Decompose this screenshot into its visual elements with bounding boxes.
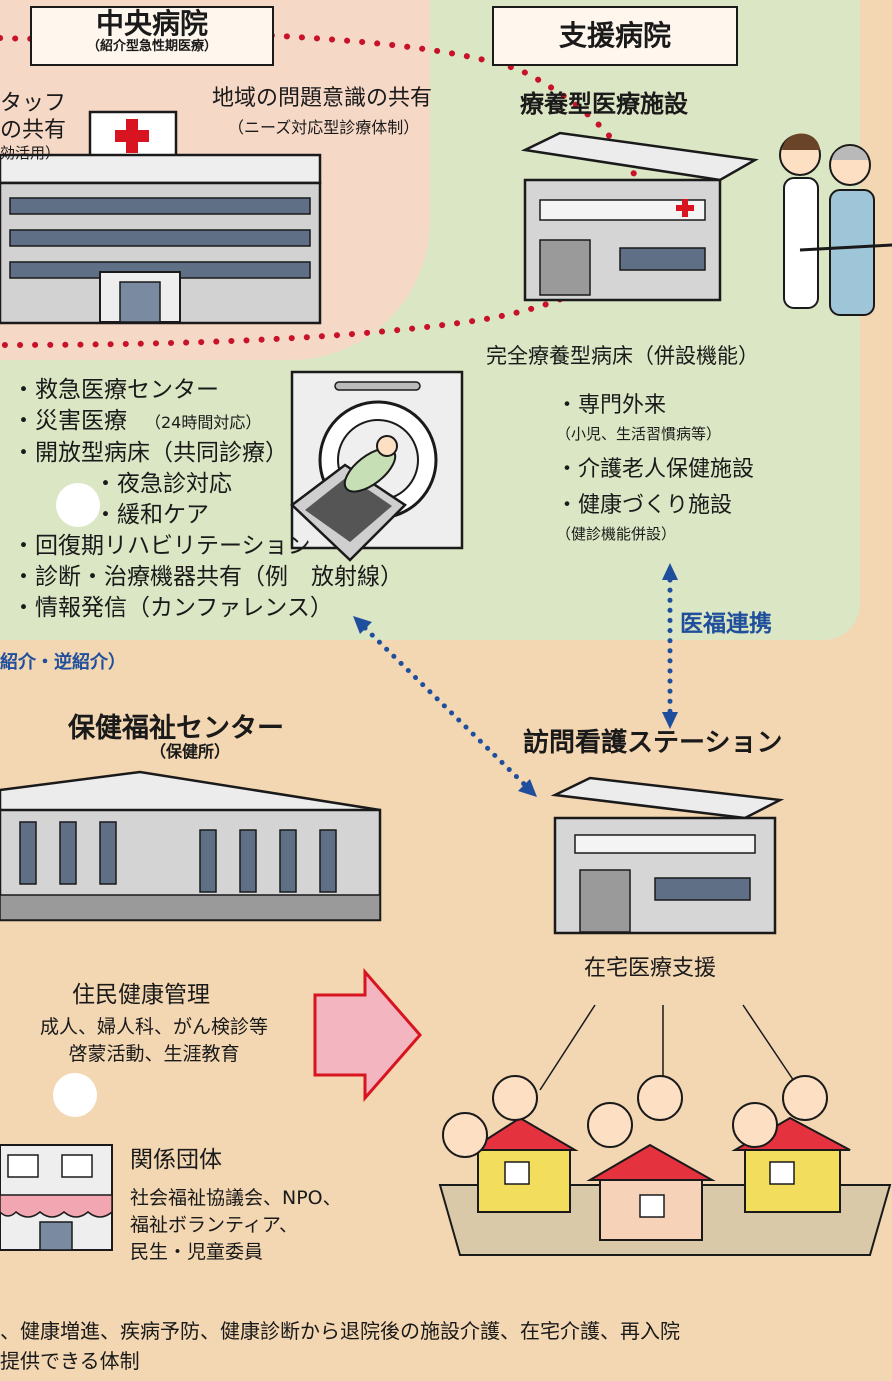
service-item: ・緩和ケア — [94, 502, 209, 528]
referral-link-label: 紹介・逆紹介） — [0, 652, 126, 673]
service-item: ・回復期リハビリテーション — [12, 533, 311, 559]
nursing-station-role: 在宅医療支援 — [584, 956, 717, 981]
central-services-list: ・救急医療センター ・災害医療（24時間対応） ・開放型病床（共同診療） ・夜急… — [12, 375, 412, 624]
health-center-role: 住民健康管理 — [72, 982, 210, 1008]
service-item: ・開放型病床（共同診療） — [12, 440, 288, 466]
service-item: ・情報発信（カンファレンス） — [12, 595, 333, 621]
central-hospital-title-box: 中央病院 （紹介型急性期医療） — [30, 6, 274, 66]
nursing-station-title: 訪問看護ステーション — [523, 728, 783, 758]
shop-building — [0, 1144, 113, 1251]
health-center-title: 保健福祉センター — [68, 713, 284, 744]
referral-arrow — [353, 616, 537, 797]
support-facility-label: 療養型医療施設 — [520, 90, 688, 118]
health-center-building — [0, 770, 382, 922]
deco-circle — [53, 1073, 97, 1117]
hours-note: （24時間対応） — [145, 413, 262, 432]
support-item-note: （健診機能併設） — [556, 525, 677, 543]
awareness-label: 地域の問題意識の共有 — [212, 86, 433, 111]
connection-lines — [539, 1004, 801, 1091]
support-item: ・専門外来 — [556, 393, 667, 418]
central-hospital-title: 中央病院 — [95, 7, 208, 40]
service-item: ・災害医療（24時間対応） — [12, 408, 262, 434]
support-hospital-title-box: 支援病院 — [492, 6, 738, 66]
support-beds-label: 完全療養型病床（併設機能） — [486, 344, 759, 368]
deco-circle — [56, 483, 100, 527]
nursing-station-building — [550, 776, 785, 935]
houses-illustration — [438, 1075, 892, 1256]
service-item: ・診断・治療機器共有（例 放射線） — [12, 564, 403, 590]
health-center-details: 成人、婦人科、がん検診等 啓蒙活動、生涯教育 — [39, 1016, 268, 1065]
support-item-note: （小児、生活習慣病等） — [556, 425, 722, 443]
ifuku-arrow — [662, 563, 678, 729]
support-item: ・介護老人保健施設 — [556, 457, 755, 482]
health-center-subtitle: （保健所） — [150, 742, 231, 761]
ifuku-link-label: 医福連携 — [680, 611, 772, 637]
central-hospital-building — [0, 110, 322, 325]
awareness-sublabel: （ニーズ対応型診療体制） — [228, 118, 420, 137]
groups-title: 関係団体 — [130, 1147, 222, 1173]
service-item: ・救急医療センター — [12, 377, 219, 403]
service-item: ・夜急診対応 — [94, 471, 232, 497]
footer-text: 、健康増進、疾病予防、健康診断から退院後の施設介護、在宅介護、再入院 提供できる… — [0, 1319, 680, 1373]
ct-scanner-illustration — [290, 370, 464, 562]
support-hospital-title: 支援病院 — [558, 19, 671, 52]
nurse-and-patient-figures — [779, 133, 892, 316]
pink-arrow — [313, 968, 422, 1102]
groups-members: 社会福祉協議会、NPO、 福祉ボランティア、 民生・児童委員 — [130, 1187, 342, 1263]
staff-share-text: タッフ の共有 効活用） — [0, 91, 67, 162]
central-hospital-subtitle: （紹介型急性期医療） — [86, 39, 217, 54]
support-services-list: ・専門外来 （小児、生活習慣病等） ・介護老人保健施設 ・健康づくり施設 （健診… — [556, 392, 754, 548]
support-item: ・健康づくり施設 — [556, 493, 733, 518]
support-hospital-building — [520, 131, 759, 302]
